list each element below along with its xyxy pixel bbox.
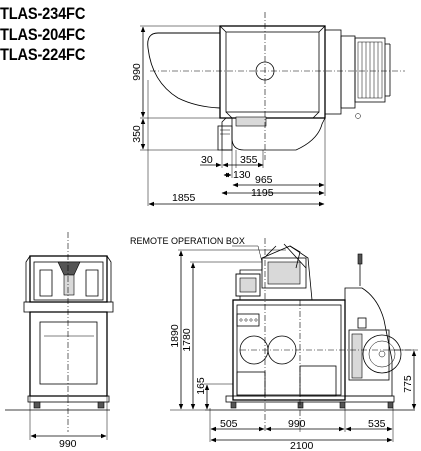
dim-775: 775: [402, 375, 414, 393]
front-view: REMOTE OPERATION BOX: [130, 236, 418, 451]
dim-1780: 1780: [181, 328, 193, 352]
dim-165: 165: [195, 377, 207, 395]
model-name: TLAS-234FC: [0, 4, 86, 23]
dim-505: 505: [220, 418, 238, 430]
dim-350: 350: [131, 125, 143, 143]
dim-1890: 1890: [169, 324, 181, 348]
remote-operation-box-label: REMOTE OPERATION BOX: [130, 236, 245, 246]
dim-side-990: 990: [59, 438, 77, 450]
dim-2100: 2100: [290, 440, 314, 451]
top-view: 990 350 30 355 130 965 1195 1855: [131, 12, 405, 207]
side-view: 990: [5, 232, 114, 450]
model-name: TLAS-204FC: [0, 24, 86, 44]
model-list: TLAS-234FC TLAS-204FC TLAS-224FC: [0, 4, 99, 66]
dim-990-depth: 990: [131, 63, 143, 81]
dim-1195: 1195: [251, 187, 274, 199]
dim-front-990: 990: [288, 418, 306, 430]
dim-965: 965: [255, 174, 273, 186]
dim-535: 535: [368, 418, 386, 430]
model-name: TLAS-224FC: [0, 45, 86, 64]
dim-1855: 1855: [172, 192, 196, 204]
dim-130: 130: [233, 169, 251, 181]
dim-30: 30: [201, 154, 213, 166]
dim-355: 355: [240, 154, 258, 166]
